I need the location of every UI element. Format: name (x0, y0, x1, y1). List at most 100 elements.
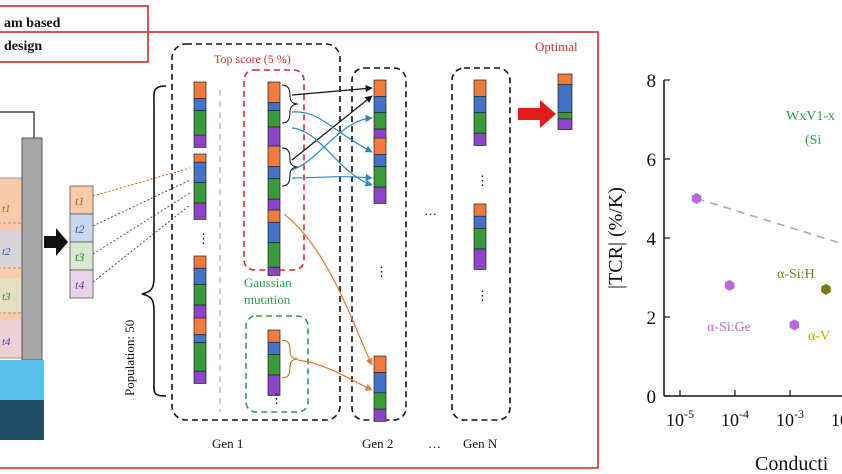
population-label: Population: 50 (122, 320, 137, 396)
gene-segment-t2 (473, 215, 487, 229)
gene-segment-t2 (267, 221, 281, 244)
gene-segment-t2 (193, 98, 207, 111)
annotation-si: (Si (805, 133, 821, 148)
gaussian-label-1: Gaussian (244, 275, 292, 290)
genN-vdots-1: ⋮ (476, 173, 489, 188)
y-tick-label: 2 (647, 308, 657, 329)
gene-segment-t3 (473, 112, 487, 134)
gene-segment-t1 (373, 355, 387, 373)
x-tick-label: 10-4 (721, 407, 749, 430)
gene-segment-t1 (267, 81, 281, 103)
layer-label-t1: t1 (75, 194, 84, 208)
gene-segment-t4 (267, 266, 281, 276)
gene-segment-t1 (373, 137, 387, 155)
y-tick-label: 6 (647, 150, 657, 171)
gene-segment-t1 (473, 79, 487, 97)
gene-segment-t2 (267, 341, 281, 355)
gene-segment-t1 (267, 145, 281, 167)
gene-segment-t4 (193, 370, 207, 384)
process-frame (0, 31, 599, 469)
gene-segment-t4 (373, 186, 387, 204)
gene-segment-t4 (557, 118, 573, 130)
optimal-arrow-icon (518, 100, 556, 128)
gene-segment-t3 (557, 112, 573, 120)
optimal-label: Optimal (535, 39, 578, 54)
gene-segment-t4 (473, 248, 487, 270)
gene-segment-t2 (267, 102, 281, 111)
column-ellipses: ⋮ ⋮ ⋮ ⋮ ⋮ (197, 173, 489, 406)
gene-segment-t1 (267, 209, 281, 223)
header-line-1: am based (4, 16, 61, 31)
gene-segment-t3 (373, 392, 387, 410)
gene-segment-t2 (373, 372, 387, 394)
data-point (724, 279, 735, 291)
gen1-vdots: ⋮ (197, 231, 210, 246)
stack-label-t2: t2 (2, 246, 11, 258)
y-tick-label: 8 (647, 71, 657, 92)
layer-label-t3: t3 (75, 250, 84, 264)
trend-line (696, 197, 842, 245)
gene-segment-t3 (373, 166, 387, 188)
gene-segment-t2 (193, 161, 207, 183)
layer-label-t2: t2 (75, 222, 84, 236)
gen1-label: Gen 1 (212, 436, 243, 451)
gene-segment-t4 (473, 132, 487, 146)
mutation-box (245, 315, 309, 413)
gene-segment-t3 (193, 182, 207, 204)
header-line-2: design (4, 39, 42, 54)
gene-segment-t3 (193, 110, 207, 136)
header-box: am based design (0, 5, 149, 63)
gene-segment-t1 (267, 329, 281, 343)
layer-boxes: t1 t2 t3 t4 (69, 185, 94, 299)
gene-segment-t1 (373, 79, 387, 97)
gene-segment-t2 (373, 154, 387, 167)
gene-segment-t2 (267, 166, 281, 180)
gene-segment-t2 (473, 96, 487, 114)
gene-segment-t1 (473, 203, 487, 217)
gene-segment-t4 (267, 374, 281, 396)
x-ticks: 10-5 10-4 10-3 10-2 (666, 390, 842, 430)
gen-dots-label: … (428, 436, 441, 451)
stack-label-t1: t1 (2, 203, 11, 215)
annotation-a-v: α-V (808, 329, 830, 344)
stack-label-t4: t4 (2, 336, 11, 348)
gene-segment-t3 (267, 242, 281, 268)
gaussian-label-2: mutation (244, 292, 291, 307)
population-brace (141, 85, 167, 397)
gen1-box (171, 43, 341, 421)
annotation-a-si-h: α-Si:H (777, 267, 815, 282)
gene-segment-t4 (193, 202, 207, 220)
gene-segment-t3 (193, 284, 207, 306)
gene-segment-t2 (557, 84, 573, 113)
gene-segment-t4 (267, 198, 281, 212)
x-tick-label: 10-5 (666, 407, 694, 430)
data-point (691, 193, 702, 204)
gene-segment-t2 (373, 96, 387, 114)
x-axis-label: Conducti (755, 453, 829, 474)
device-stack: t1 t2 t3 t4 (0, 111, 44, 440)
y-axis-label: |TCR| (%/K) (605, 187, 627, 289)
mutation-vdots: ⋮ (270, 391, 283, 406)
data-point (821, 283, 831, 295)
gen2-label: Gen 2 (362, 436, 393, 451)
gene-segment-t3 (267, 354, 281, 376)
gene-segment-t3 (373, 112, 387, 130)
annotation-a-si-ge: α-Si:Ge (707, 320, 751, 335)
gene-segment-t1 (193, 81, 207, 99)
gene-segment-t4 (193, 134, 207, 148)
data-points (691, 193, 831, 331)
y-tick-label: 4 (647, 229, 657, 250)
x-tick-label: 10-3 (776, 407, 804, 430)
data-point (789, 319, 800, 331)
encoding-links (92, 167, 191, 283)
genN-label: Gen N (463, 436, 498, 451)
gen2-vdots: ⋮ (375, 264, 388, 279)
gene-segment-t1 (557, 73, 573, 86)
gene-segment-t3 (267, 178, 281, 200)
x-tick-label: 10-2 (831, 407, 842, 430)
chromosome-group (193, 73, 573, 422)
gene-segment-t2 (193, 334, 207, 343)
